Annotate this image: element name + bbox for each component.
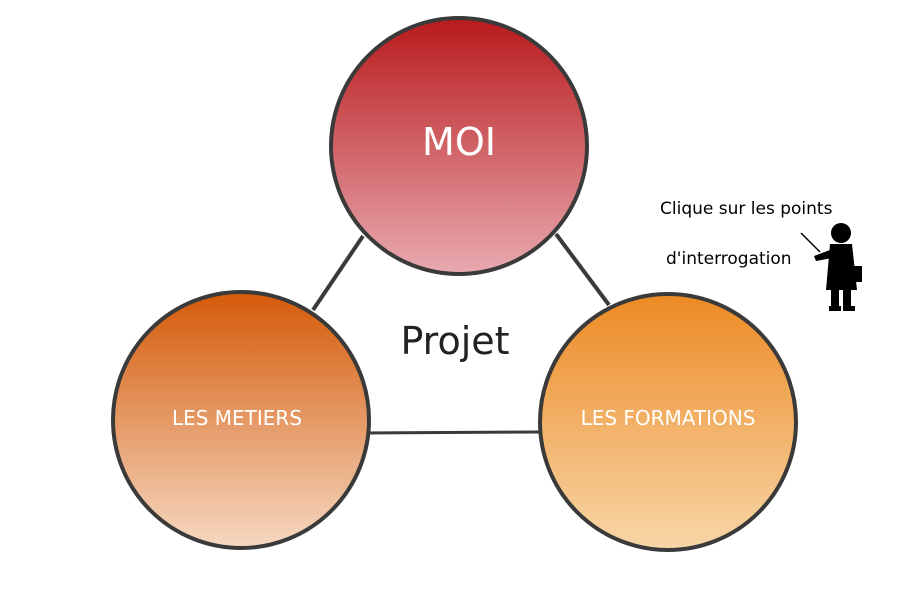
connector-moi-metiers (311, 234, 365, 312)
teacher-pointer-icon (800, 223, 862, 311)
node-formations[interactable]: LES FORMATIONS (538, 292, 798, 552)
node-moi[interactable]: MOI (329, 16, 589, 276)
center-label-projet: Projet (400, 319, 509, 363)
node-formations-label: LES FORMATIONS (581, 406, 756, 430)
node-moi-label: MOI (422, 120, 496, 164)
node-metiers-label: LES METIERS (172, 406, 302, 430)
connector-moi-formations (554, 232, 611, 307)
connector-metiers-formations (367, 430, 541, 435)
hint-line-2: d'interrogation (666, 249, 792, 269)
hint-line-1: Clique sur les points (660, 199, 833, 219)
node-metiers[interactable]: LES METIERS (111, 290, 371, 550)
